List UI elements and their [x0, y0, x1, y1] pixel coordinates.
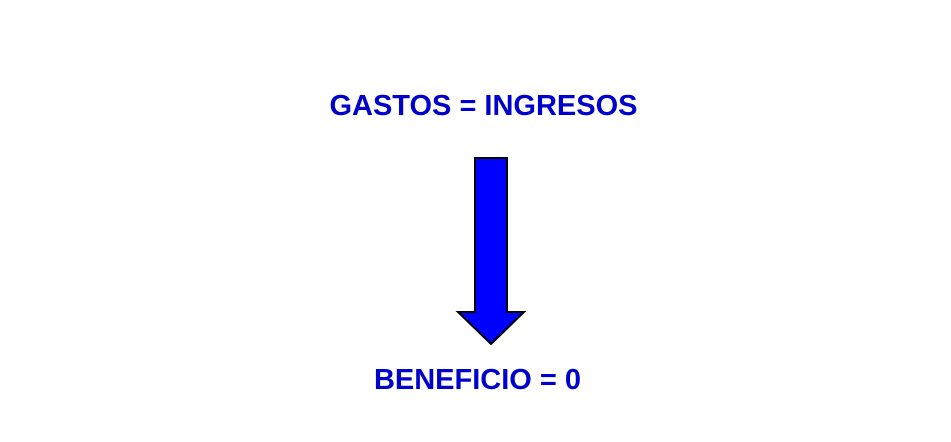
down-arrow-icon [455, 157, 527, 346]
equation-beneficio: BENEFICIO = 0 [373, 364, 582, 396]
down-arrow-shape [455, 157, 527, 346]
equation-gastos-ingresos: GASTOS = INGRESOS [329, 90, 638, 122]
